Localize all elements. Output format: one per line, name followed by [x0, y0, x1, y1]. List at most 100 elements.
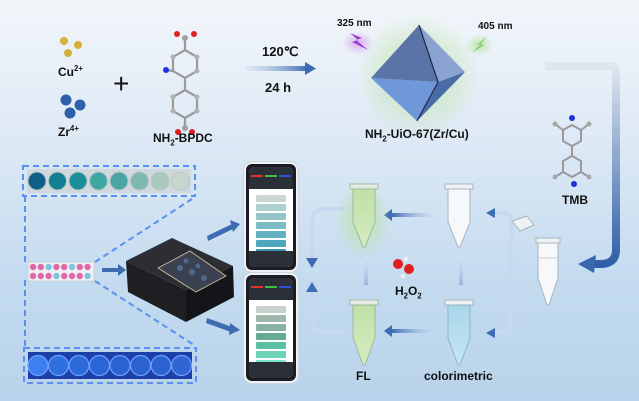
strip-base: [27, 261, 95, 282]
zr-ion-label: Zr4+: [58, 124, 79, 139]
excitation-bolt-icon: [350, 33, 368, 50]
color-swatch: [256, 306, 286, 313]
zoom-dashes: [22, 165, 197, 384]
cu-ion-label: Cu2+: [58, 64, 83, 79]
cycle-arrows: [306, 207, 513, 338]
strip-dot: [60, 272, 68, 280]
strip-dot: [45, 272, 52, 280]
colorimetric-well: [150, 171, 170, 191]
linker-subscript: 2: [170, 138, 175, 148]
colorimetric-well-strip: [27, 169, 191, 193]
zr-charge: 4+: [70, 124, 79, 133]
strip-dot: [53, 272, 60, 280]
zr-symbol: Zr: [58, 125, 70, 139]
strip-dot: [84, 263, 91, 271]
tube-colorimetric: [444, 299, 474, 366]
plus-sign: +: [113, 68, 130, 99]
tube-fl-bottom: [349, 299, 379, 366]
tmb-molecule-icon: [552, 115, 592, 187]
smartphone-colorimetric: [244, 162, 298, 272]
color-swatch: [256, 315, 286, 322]
colorimetric-well: [48, 171, 67, 191]
strip-dot: [29, 263, 37, 271]
color-swatch: [256, 240, 286, 247]
emission-label: 405 nm: [478, 21, 513, 32]
h2o2-sub2: 2: [417, 291, 422, 301]
product-prefix: NH: [365, 127, 383, 141]
h2o2-sub1: 2: [403, 291, 409, 301]
detector-device: [126, 238, 234, 322]
fl-mode-label: FL: [356, 369, 371, 383]
colorimetric-well: [109, 171, 129, 191]
linker-suffix: -BPDC: [174, 131, 213, 145]
color-swatch: [256, 231, 286, 238]
color-swatch: [256, 342, 286, 349]
strip-dot: [68, 263, 76, 271]
test-strip: [27, 261, 95, 282]
linker-prefix: NH: [153, 131, 171, 145]
fluorescence-well-strip: [27, 352, 193, 379]
product-subscript: 2: [382, 134, 387, 144]
tube-fl-top: [349, 183, 379, 248]
color-swatch: [256, 204, 286, 211]
tube-blank-top: [444, 183, 474, 248]
color-swatch: [256, 213, 286, 220]
fluorescence-well: [109, 354, 131, 377]
smartphone-fluorescence: [244, 273, 298, 383]
strip-dot: [29, 272, 37, 280]
fluorescence-well: [150, 354, 172, 377]
emission-glow: [465, 34, 493, 56]
h2o2-h: H: [395, 284, 404, 298]
strip-dot: [76, 272, 84, 280]
linker-label: NH2-BPDC: [153, 131, 213, 147]
colorimetric-mode-label: colorimetric: [424, 369, 493, 383]
fluorescence-well: [129, 354, 152, 377]
phone-topbar: [249, 278, 293, 300]
reaction-arrow: [245, 62, 316, 75]
fluorescence-well: [27, 354, 49, 377]
strip-dot: [37, 263, 44, 271]
temperature-label: 120℃: [262, 44, 299, 59]
strip-dot: [60, 263, 68, 271]
colorimetric-well: [68, 171, 88, 191]
tmb-label: TMB: [562, 193, 588, 207]
colorimetric-well: [130, 171, 149, 191]
strip-dot: [76, 263, 84, 271]
strip-dot: [37, 272, 44, 280]
h2o2-molecule-icon: [393, 256, 414, 279]
color-swatch: [256, 333, 286, 340]
cu-ion-icon: [60, 37, 82, 57]
color-swatch: [256, 324, 286, 331]
fluorescence-well: [47, 354, 70, 377]
emission-bolt-icon: [472, 36, 487, 53]
colorimetric-well: [27, 171, 47, 191]
strip-dot: [45, 263, 52, 271]
phone-bottombar: [249, 362, 293, 378]
phone-screen: [249, 278, 293, 378]
tube-open-tmb: [511, 215, 561, 306]
phone-topbar: [249, 167, 293, 189]
fluorescence-well: [88, 354, 111, 377]
fluorescence-well: [68, 354, 90, 377]
strip-dot: [84, 272, 91, 280]
cu-symbol: Cu: [58, 65, 74, 79]
time-label: 24 h: [265, 80, 292, 95]
strip-dot: [68, 272, 76, 280]
flow-arrow-tmb: [545, 62, 620, 273]
color-swatch: [256, 351, 286, 358]
colorimetric-well: [89, 171, 108, 191]
cu-charge: 2+: [74, 64, 83, 73]
fluorescence-well: [170, 354, 193, 377]
product-suffix: -UiO-67(Zr/Cu): [386, 127, 469, 141]
product-label: NH2-UiO-67(Zr/Cu): [365, 127, 469, 143]
excitation-label: 325 nm: [337, 18, 372, 29]
color-swatch: [256, 195, 286, 202]
bpdc-molecule-icon: [163, 31, 200, 135]
phone-screen: [249, 167, 293, 267]
mof-octahedron-icon: [371, 24, 465, 122]
h2o2-o: O: [408, 284, 418, 298]
colorimetric-well: [171, 171, 190, 191]
zr-ion-icon: [60, 94, 86, 119]
